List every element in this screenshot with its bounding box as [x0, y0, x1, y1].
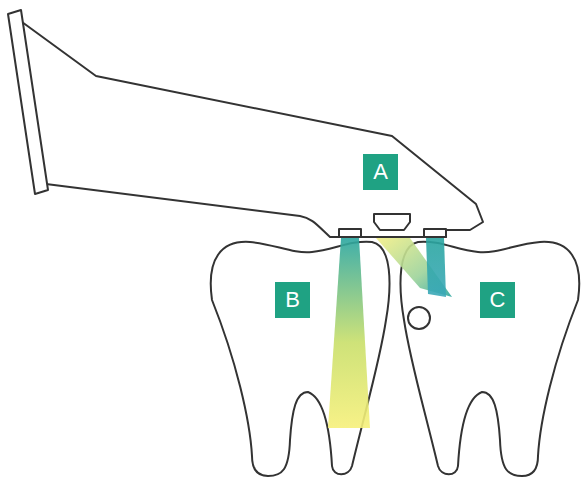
- handpiece: [8, 10, 483, 237]
- callout-letter: A: [373, 161, 388, 183]
- light-beam: [328, 238, 452, 428]
- callout-letter: B: [285, 289, 300, 311]
- callout-letter: C: [490, 289, 506, 311]
- label-box: C: [480, 282, 515, 318]
- label-box: B: [275, 282, 310, 318]
- tooth: [211, 242, 580, 476]
- label-box: A: [363, 154, 398, 190]
